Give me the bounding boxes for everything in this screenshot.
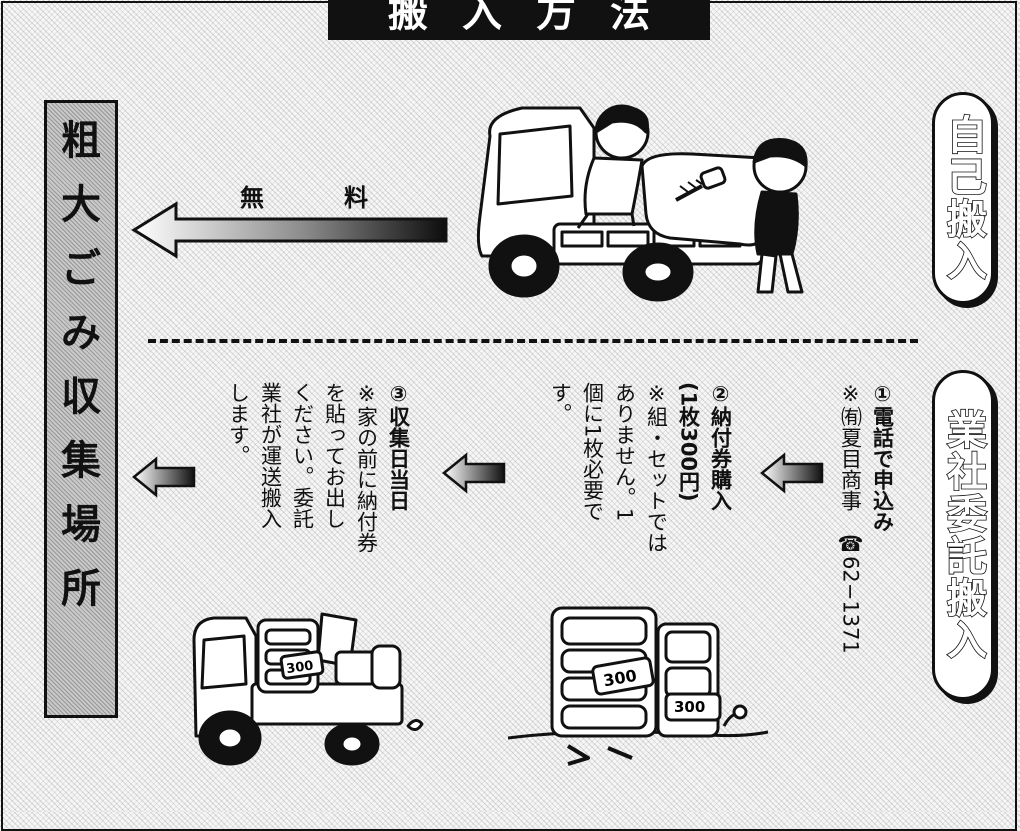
destination-char: 集: [61, 438, 101, 484]
self-delivery-badge: 自己搬入: [932, 92, 994, 304]
sticker-300-text: 300: [285, 658, 314, 677]
step3-line: 業社が運送搬入: [258, 382, 283, 529]
self-delivery-label: 自己搬入: [939, 113, 987, 283]
step-arrow-icon: [442, 452, 506, 494]
step3-line: ※家の前に納付券: [354, 382, 379, 553]
step3-line: ください。委託: [290, 382, 315, 529]
destination-char: 所: [61, 566, 101, 612]
step-arrow-icon: [760, 452, 824, 494]
step2-line: ※組・セットでは: [644, 382, 669, 553]
destination-char: 大: [61, 182, 101, 228]
step2-title: ②納付券購入: [708, 382, 733, 511]
step3-title: ③収集日当日: [386, 382, 411, 511]
destination-char: み: [61, 310, 101, 356]
contractor-delivery-badge: 業社委託搬入: [932, 370, 994, 700]
page-title: 搬入方法: [388, 0, 684, 36]
step1-note: ※㈲夏目商事 ☎62−1371: [838, 382, 863, 654]
self-delivery-illustration: [476, 104, 808, 302]
step2-line: ありません。1: [612, 382, 637, 522]
free-arrow-icon: [131, 201, 448, 259]
step1-title: ①電話で申込み: [870, 382, 895, 532]
page-title-bar: 搬入方法: [328, 0, 710, 40]
step3-line: を貼ってお出し: [322, 382, 347, 529]
fridge-with-stickers-illustration: 300 300: [508, 606, 769, 766]
destination-label: 粗 大 ご み 収 集 場 所: [56, 121, 106, 633]
loaded-truck-illustration: 300: [192, 612, 424, 766]
step-arrow-icon: [132, 456, 196, 498]
step3-line: します。: [226, 382, 251, 466]
destination-char: ご: [61, 246, 101, 292]
destination-char: 収: [61, 374, 101, 420]
destination-char: 粗: [61, 118, 101, 164]
step2-line: (1枚300円): [676, 382, 701, 502]
step2-line: す。: [548, 382, 573, 424]
step2-line: 個に1枚必要で: [580, 382, 605, 522]
destination-char: 場: [61, 502, 101, 548]
sticker-300-text: 300: [674, 698, 705, 716]
contractor-delivery-label: 業社委託搬入: [939, 408, 987, 662]
destination-banner: 粗 大 ご み 収 集 場 所: [44, 100, 118, 718]
section-divider: [148, 339, 918, 343]
free-label: 無 料: [240, 184, 396, 212]
